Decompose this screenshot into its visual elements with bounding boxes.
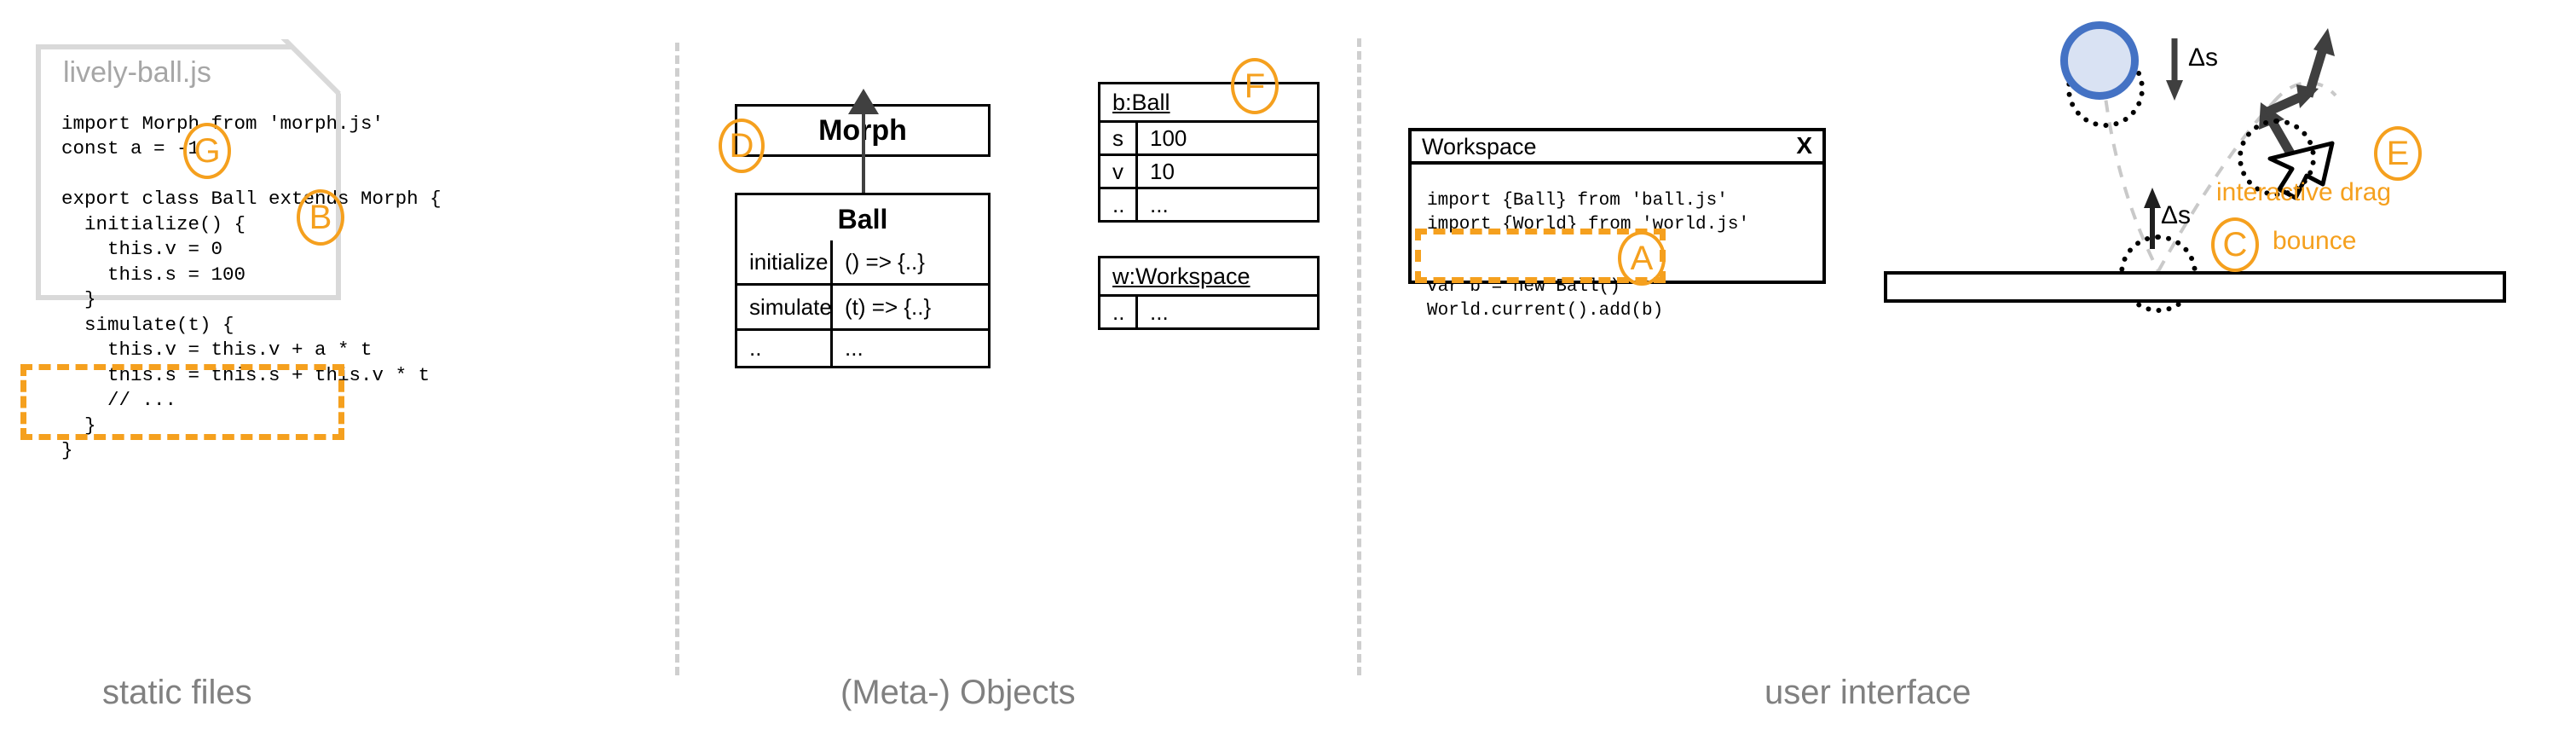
caption-static-files: static files: [102, 674, 252, 711]
uml-object-key: ..: [1100, 297, 1138, 327]
trajectory-drag-hint-path: [2272, 81, 2337, 104]
badge-c[interactable]: C: [2211, 217, 2259, 272]
uml-object-value: 100: [1150, 124, 1187, 151]
uml-object-w-workspace-row[interactable]: .. ...: [1098, 297, 1320, 330]
delta-s-down-label: Δs: [2188, 43, 2219, 72]
uml-class-ball-row[interactable]: simulate (t) => {..}: [735, 286, 991, 331]
uml-class-ball-row[interactable]: initialize () => {..}: [735, 240, 991, 286]
uml-object-key: ..: [1100, 189, 1138, 220]
ball-animation-scene: Δs Δs C bounce E interactive drag: [1858, 0, 2576, 529]
badge-e[interactable]: E: [2374, 126, 2422, 181]
ghost-ball-dragged: [2238, 119, 2316, 197]
uml-object-value: ...: [1150, 191, 1169, 217]
workspace-window[interactable]: Workspace X import {Ball} from 'ball.js'…: [1408, 128, 1826, 321]
delta-s-down-arrow: [2166, 38, 2183, 101]
uml-object-value: ...: [1150, 298, 1169, 325]
uml-object-b-ball-row[interactable]: v 10: [1098, 156, 1320, 189]
uml-ball-member-value: () => {..}: [845, 248, 925, 275]
column-divider-2: [1357, 38, 1361, 675]
uml-object-key: v: [1100, 156, 1138, 187]
ground-platform: [1884, 271, 2506, 303]
workspace-titlebar[interactable]: Workspace X: [1412, 131, 1822, 165]
file-card: lively-ball.js import Morph from 'morph.…: [36, 42, 442, 461]
uml-object-b-ball-header[interactable]: b:Ball: [1098, 82, 1320, 123]
column-divider-1: [675, 43, 679, 675]
uml-object-b-ball-row[interactable]: .. ...: [1098, 189, 1320, 223]
badge-a[interactable]: A: [1618, 231, 1666, 286]
file-card-fold-edge-icon: [268, 39, 346, 118]
uml-object-key: s: [1100, 123, 1138, 153]
uml-ball-member-name: ..: [737, 331, 833, 366]
file-source-code: import Morph from 'morph.js' const a = -…: [61, 112, 442, 462]
inheritance-arrow-line: [862, 97, 865, 193]
caption-meta-objects: (Meta-) Objects: [840, 674, 1076, 711]
uml-ball-member-name: initialize: [737, 240, 833, 283]
delta-s-up-label: Δs: [2161, 201, 2192, 229]
workspace-title: Workspace: [1422, 134, 1537, 159]
badge-f[interactable]: F: [1231, 58, 1279, 114]
uml-object-b-ball-row[interactable]: s 100: [1098, 123, 1320, 156]
label-bounce: bounce: [2273, 227, 2357, 255]
uml-class-ball-row[interactable]: .. ...: [735, 331, 991, 368]
uml-object-w-workspace-header[interactable]: w:Workspace: [1098, 256, 1320, 297]
uml-ball-member-value: (t) => {..}: [845, 293, 932, 320]
uml-ball-member-name: simulate: [737, 286, 833, 328]
uml-class-ball-name: Ball: [837, 203, 888, 234]
caption-user-interface: user interface: [1765, 674, 1972, 711]
uml-object-w-workspace-name: w:Workspace: [1112, 263, 1250, 289]
uml-object-b-ball-name: b:Ball: [1112, 89, 1170, 115]
highlight-box-simulate: [20, 364, 344, 440]
file-name-label: lively-ball.js: [63, 56, 211, 89]
label-interactive-drag: interactive drag: [2216, 178, 2392, 206]
badge-d[interactable]: D: [719, 119, 765, 173]
uml-ball-member-value: ...: [845, 335, 863, 361]
badge-b[interactable]: B: [297, 189, 344, 246]
badge-g[interactable]: G: [183, 123, 231, 179]
close-icon[interactable]: X: [1796, 132, 1812, 159]
uml-object-value: 10: [1150, 158, 1175, 184]
ball-trajectory-svg: [2098, 28, 2337, 272]
ball-morph[interactable]: [2060, 21, 2139, 100]
